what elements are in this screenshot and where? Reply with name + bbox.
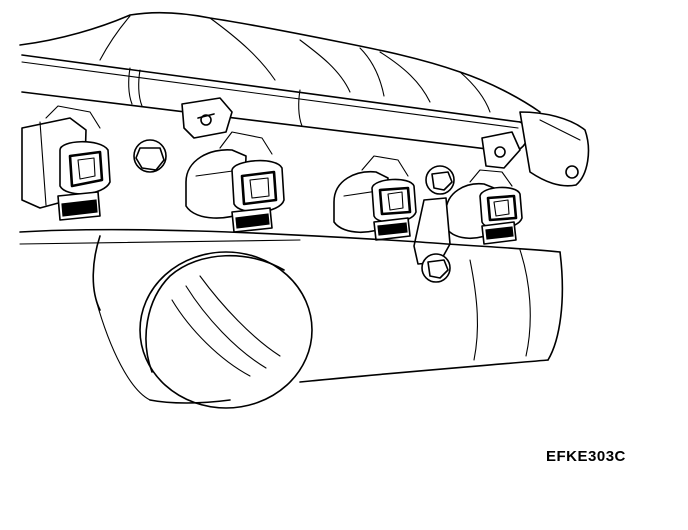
mounting-bolt-1 bbox=[133, 139, 167, 173]
fuel-injector-3 bbox=[333, 155, 417, 241]
harness-bracket bbox=[413, 197, 451, 283]
intake-manifold bbox=[19, 11, 541, 113]
throttle-body bbox=[95, 251, 313, 409]
fuel-rail bbox=[21, 54, 590, 187]
rail-bracket-right bbox=[481, 131, 521, 169]
fuel-injector-2 bbox=[185, 131, 285, 233]
fuel-injector-4 bbox=[445, 169, 523, 245]
fuel-injector-1 bbox=[21, 105, 111, 221]
mounting-bolt-2 bbox=[425, 165, 455, 195]
figure-code-label: EFKE303C bbox=[546, 448, 626, 465]
rail-bracket-left bbox=[181, 97, 233, 139]
